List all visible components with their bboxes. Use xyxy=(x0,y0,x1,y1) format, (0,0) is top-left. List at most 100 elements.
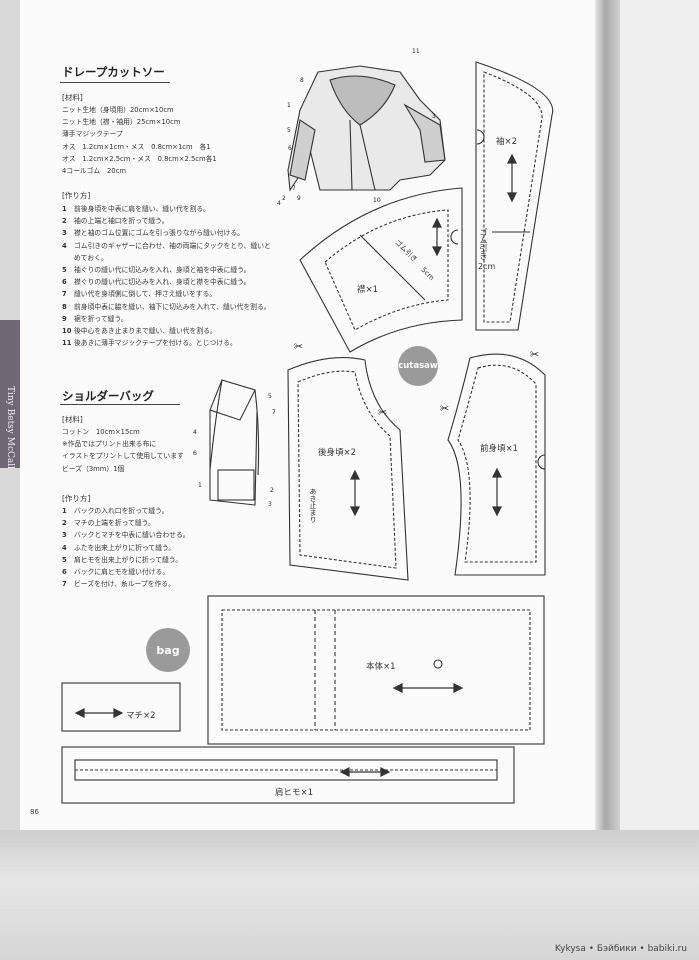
step-text: 前身頃中表に脇を縫い、袖下に切込みを入れて、縫い代を割る。 xyxy=(74,302,271,311)
step-text: 袖の上端と袖口を折って縫う。 xyxy=(74,217,169,226)
sleeve-pattern xyxy=(475,61,554,331)
scissors-icon: ✂ xyxy=(378,406,387,419)
material-item: ニット生地（襟・袖用）25cm×10cm xyxy=(62,118,181,127)
sleeve-gather-length: 2cm xyxy=(478,262,496,271)
step-number: 4 xyxy=(62,543,67,552)
scissors-icons: ✂ ✂ ✂ ✂ xyxy=(294,340,539,419)
step-number: 3 xyxy=(62,229,67,238)
figure-number: 2 xyxy=(270,487,274,494)
sleeve-gather-label: ゴム引き xyxy=(479,228,488,260)
bag-body-pattern xyxy=(207,595,545,745)
drape-materials-header: [材料] xyxy=(62,93,83,102)
bag-badge: bag xyxy=(146,628,190,672)
step-item: 7 ビーズを付け、糸ループを作る。 xyxy=(62,578,190,590)
figure-number: 3 xyxy=(268,501,272,508)
figure-number: 6 xyxy=(193,450,197,457)
material-item: コットン 10cm×15cm xyxy=(62,428,140,436)
scissors-icon: ✂ xyxy=(440,402,449,415)
step-number: 2 xyxy=(62,217,67,226)
figure-number: 8 xyxy=(300,77,304,84)
step-number: 8 xyxy=(62,302,67,311)
step-text: 縫い代を身頃側に倒して、押さえ縫いをする。 xyxy=(74,290,217,299)
gusset-pattern xyxy=(61,682,181,732)
step-number: 3 xyxy=(62,531,67,540)
bag-materials-header: [材料] xyxy=(62,415,83,424)
drape-materials-list: ニット生地（身頃用）20cm×10cm ニット生地（襟・袖用）25cm×10cm… xyxy=(62,104,217,177)
material-item: イラストをプリントして使用しています xyxy=(62,452,184,461)
side-tab: Tiny Betsy McCall xyxy=(0,320,20,469)
step-item: めておく。 xyxy=(62,252,271,264)
step-text: 袖ぐりの縫い代に切込みを入れ、身頃と袖を中表に縫う。 xyxy=(74,266,251,275)
bag-title: ショルダーバッグ xyxy=(62,389,154,403)
scan-bottom-area xyxy=(0,830,699,960)
step-number: 5 xyxy=(62,555,67,564)
gusset-label: マチ×2 xyxy=(126,711,156,721)
step-item: 2 マチの上端を折って縫う。 xyxy=(62,517,190,529)
strap-label: 肩ヒモ×1 xyxy=(275,788,314,798)
sleeve-label: 袖×2 xyxy=(496,137,518,147)
figure-number: 5 xyxy=(268,393,272,400)
back-opening-stop-label: あき止まり xyxy=(309,488,317,523)
next-page-edge xyxy=(620,0,699,830)
material-item: ビーズ（3mm）1個 xyxy=(62,464,125,473)
title-underline xyxy=(60,82,170,83)
figure-number: 5 xyxy=(287,127,291,134)
step-number: 6 xyxy=(62,568,67,577)
figure-number: 2 xyxy=(282,195,286,202)
step-text: バックの入れ口を折って縫う。 xyxy=(74,507,169,515)
step-text: 裾を折って縫う。 xyxy=(74,314,128,323)
strap-pattern xyxy=(61,746,515,804)
bag-materials-list: コットン 10cm×15cm ※作品ではプリント出来る布に イラストをプリントし… xyxy=(62,426,184,475)
step-text: ゴム引きのギャザーに合わせ、袖の両端にタックをとり、縫いと xyxy=(74,241,271,250)
step-number: 7 xyxy=(62,580,67,589)
step-number: 2 xyxy=(62,519,67,528)
step-item: 1 前後身頃を中表に肩を縫い、縫い代を割る。 xyxy=(62,203,271,215)
step-text: 襟と袖のゴム位置にゴムを引っ張りながら縫い付ける。 xyxy=(74,229,244,238)
drape-steps-list: 1 前後身頃を中表に肩を縫い、縫い代を割る。 2 袖の上端と袖口を折って縫う。 3 襟と袖… xyxy=(62,203,271,349)
step-text: ふたを出来上がりに折って縫う。 xyxy=(74,543,176,552)
step-number: 4 xyxy=(62,241,67,250)
figure-number: 4 xyxy=(277,200,281,207)
front-bodice-pattern xyxy=(447,353,546,576)
step-item: 8 前身頃中表に脇を縫い、袖下に切込みを入れて、縫い代を割る。 xyxy=(62,301,271,313)
step-number: 1 xyxy=(62,507,67,515)
step-text: マチの上端を折って縫う。 xyxy=(74,519,155,528)
step-text: 後中心をあき止まりまで縫い、縫い代を割る。 xyxy=(74,327,217,336)
material-item: ニット生地（身頃用）20cm×10cm xyxy=(62,106,174,114)
step-item: 9 裾を折って縫う。 xyxy=(62,313,271,325)
figure-number: 4 xyxy=(193,429,197,436)
step-text: ビーズを付け、糸ループを作る。 xyxy=(74,580,175,589)
step-item: 4 ゴム引きのギャザーに合わせ、袖の両端にタックをとり、縫いと xyxy=(62,240,271,252)
collar-pattern xyxy=(299,187,463,353)
back-bodice-label: 後身頃×2 xyxy=(318,448,357,458)
step-text: 前後身頃を中表に肩を縫い、縫い代を割る。 xyxy=(74,205,210,213)
step-number: 11 xyxy=(62,339,72,348)
figure-number: 1 xyxy=(198,482,202,489)
scissors-icon: ✂ xyxy=(294,340,303,353)
page-number: 86 xyxy=(30,808,39,816)
collar-label: 襟×1 xyxy=(357,285,379,295)
garment-illustration xyxy=(287,65,446,192)
step-number: 1 xyxy=(62,205,67,213)
step-item: 2 袖の上端と袖口を折って縫う。 xyxy=(62,215,271,227)
step-item: 3 襟と袖のゴム位置にゴムを引っ張りながら縫い付ける。 xyxy=(62,227,271,239)
figure-number: 1 xyxy=(287,102,291,109)
drape-title: ドレープカットソー xyxy=(62,65,165,79)
scissors-icon: ✂ xyxy=(530,348,539,361)
figure-number: 7 xyxy=(272,409,276,416)
cutsew-badge: cutasaw xyxy=(398,346,438,386)
step-number: 9 xyxy=(62,314,67,323)
step-text: 肩ヒモを出来上がりに折って縫う。 xyxy=(74,555,183,564)
step-item: 5 袖ぐりの縫い代に切込みを入れ、身頃と袖を中表に縫う。 xyxy=(62,264,271,276)
bag-steps-header: [作り方] xyxy=(62,494,91,503)
material-item: ※作品ではプリント出来る布に xyxy=(62,440,157,449)
step-text: めておく。 xyxy=(74,253,108,262)
step-number: 5 xyxy=(62,266,67,275)
